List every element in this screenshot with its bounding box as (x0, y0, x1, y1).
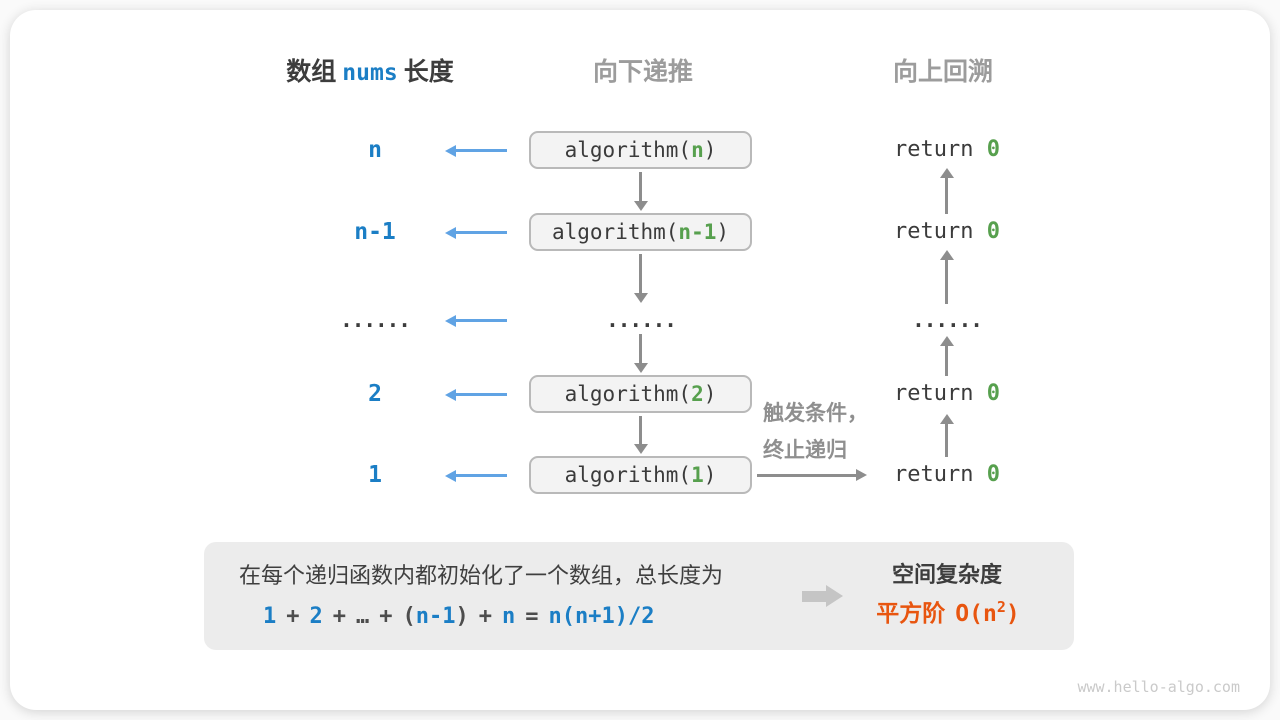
formula-operator: + (332, 604, 346, 629)
return-statement: return 0 (894, 461, 1000, 489)
header-array-prefix: 数组 (286, 58, 337, 86)
big-o-prefix: O(n (955, 601, 997, 627)
call-text: algorithm( (551, 220, 679, 244)
formula-ellipsis: … (356, 604, 370, 629)
return-ellipsis: ...... (912, 308, 983, 332)
big-o-exponent: 2 (996, 598, 1006, 616)
call-text: algorithm( (564, 463, 692, 487)
return-value: 0 (986, 219, 1000, 244)
formula-paren: ( (402, 604, 416, 629)
return-keyword: return (894, 462, 987, 487)
big-o-suffix: ) (1005, 601, 1020, 627)
header-recurse-down: 向下递推 (592, 58, 694, 86)
trigger-condition-note-line1: 触发条件， (763, 402, 868, 425)
formula-equals: = (525, 604, 539, 629)
formula-operator: + (478, 604, 492, 629)
up-arrow-icon (939, 250, 954, 304)
return-statement: return 0 (894, 218, 1000, 246)
call-arg: n-1 (678, 220, 717, 244)
left-arrow-icon (445, 469, 507, 482)
call-text: ) (703, 382, 717, 406)
left-arrow-icon (445, 144, 507, 157)
down-arrow-icon (633, 416, 648, 454)
algorithm-call-box-n-1: algorithm(n-1) (529, 213, 752, 251)
header-backtrack-up: 向上回溯 (892, 58, 994, 86)
summary-panel (204, 542, 1074, 650)
length-label-2: 2 (368, 381, 382, 407)
left-arrow-icon (445, 314, 507, 327)
algorithm-call-box-1: algorithm(1) (529, 456, 752, 494)
watermark: www.hello-algo.com (1077, 678, 1240, 696)
algorithm-call-box-n: algorithm(n) (529, 131, 752, 169)
return-keyword: return (894, 381, 987, 406)
call-ellipsis: ...... (606, 308, 677, 332)
return-value: 0 (986, 381, 1000, 406)
formula-operator: + (379, 604, 393, 629)
left-arrow-icon (445, 388, 507, 401)
formula-result: n(n+1)/2 (548, 604, 655, 629)
nums-code-label: nums (342, 60, 398, 86)
return-value: 0 (986, 462, 1000, 487)
summary-description: 在每个递归函数内都初始化了一个数组，总长度为 (239, 563, 724, 588)
formula-term: 2 (309, 604, 323, 629)
return-keyword: return (894, 137, 987, 162)
return-value: 0 (986, 137, 1000, 162)
total-length-formula: 1 +2 + … + (n-1) + n = n(n+1)/2 (258, 603, 659, 630)
call-arg: 2 (691, 382, 704, 406)
call-text: ) (703, 138, 717, 162)
space-complexity-value: 平方阶 O(n2) (876, 598, 1020, 630)
down-arrow-icon (633, 172, 648, 211)
return-statement: return 0 (894, 380, 1000, 408)
space-complexity-title: 空间复杂度 (891, 562, 1003, 587)
length-ellipsis: ...... (340, 308, 411, 332)
header-array-suffix: 长度 (403, 58, 454, 86)
algorithm-call-box-2: algorithm(2) (529, 375, 752, 413)
call-text: algorithm( (564, 138, 692, 162)
right-arrow-icon (757, 469, 867, 481)
formula-operator: + (286, 604, 300, 629)
return-statement: return 0 (894, 136, 1000, 164)
call-arg: 1 (691, 463, 704, 487)
formula-term: 1 (263, 604, 277, 629)
call-arg: n (691, 138, 704, 162)
big-right-arrow-icon (802, 585, 843, 608)
formula-paren: ) (455, 604, 469, 629)
down-arrow-icon (633, 334, 648, 373)
formula-term: n-1 (415, 604, 456, 629)
complexity-name: 平方阶 (876, 600, 946, 626)
length-label-n: n (368, 137, 382, 163)
length-label-n-1: n-1 (354, 219, 396, 245)
up-arrow-icon (939, 168, 954, 214)
formula-term: n (502, 604, 516, 629)
up-arrow-icon (939, 414, 954, 457)
call-text: algorithm( (564, 382, 692, 406)
call-text: ) (716, 220, 730, 244)
return-keyword: return (894, 219, 987, 244)
call-text: ) (703, 463, 717, 487)
trigger-condition-note-line2: 终止递归 (763, 439, 847, 462)
left-arrow-icon (445, 226, 507, 239)
up-arrow-icon (939, 336, 954, 376)
length-label-1: 1 (368, 462, 382, 488)
down-arrow-icon (633, 254, 648, 303)
